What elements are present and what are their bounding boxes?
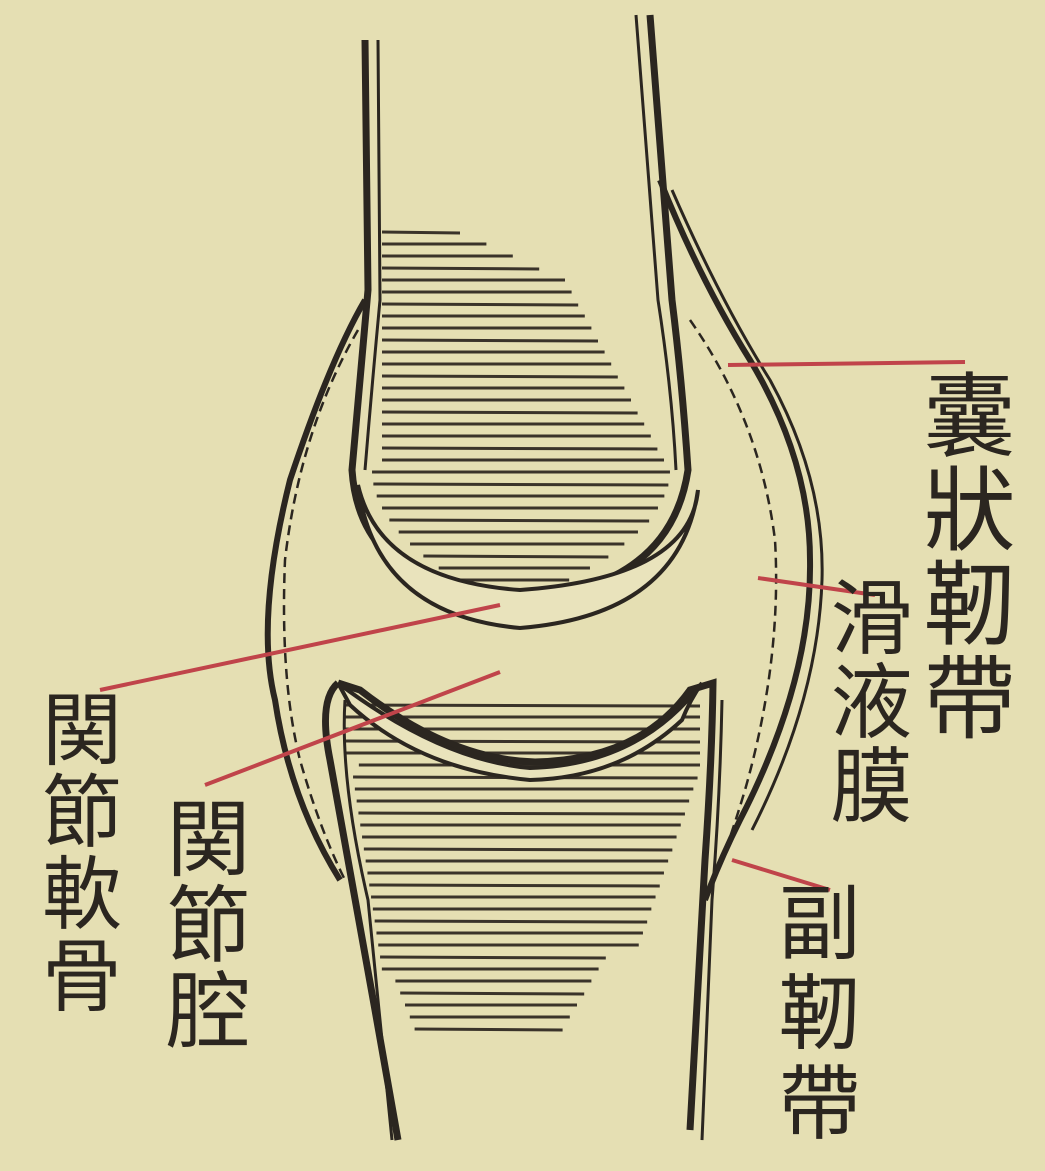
hatch-line xyxy=(382,304,578,305)
hatch-line xyxy=(415,1029,563,1030)
hatch-line xyxy=(373,484,668,485)
label-articular-cartilage: 関節軟骨 xyxy=(35,688,115,1016)
hatch-line xyxy=(400,993,584,994)
lower-bone-outline xyxy=(338,683,713,1130)
hatch-line xyxy=(380,957,606,958)
label-joint-cavity: 関節腔 xyxy=(160,795,244,1053)
hatch-line xyxy=(423,556,608,557)
synovial-membrane-left xyxy=(284,330,358,880)
leader-articular-cartilage xyxy=(100,605,500,690)
hatch-line xyxy=(382,412,638,413)
hatch-line xyxy=(382,376,618,377)
hatch-line xyxy=(382,448,657,449)
upper-bone-hatching xyxy=(372,232,670,580)
hatch-line xyxy=(382,268,539,269)
hatch-line xyxy=(345,705,700,706)
label-accessory-ligament: 副靭帶 xyxy=(770,880,852,1150)
label-synovial-membrane: 滑液膜 xyxy=(822,575,904,827)
hatch-line xyxy=(369,885,660,886)
hatch-line xyxy=(358,813,685,814)
hatch-line xyxy=(375,921,648,922)
synovial-membrane-right xyxy=(690,320,776,870)
label-capsular-ligament: 囊狀靭帶 xyxy=(915,368,1007,744)
hatch-line xyxy=(389,520,649,521)
joint-capsule-left xyxy=(268,300,365,880)
hatch-line xyxy=(364,849,672,850)
upper-bone-outline xyxy=(352,15,688,600)
lower-bone-hatching xyxy=(345,705,700,1030)
hatch-line xyxy=(382,340,598,341)
hatch-line xyxy=(382,232,460,233)
leader-capsular-ligament xyxy=(728,362,965,365)
